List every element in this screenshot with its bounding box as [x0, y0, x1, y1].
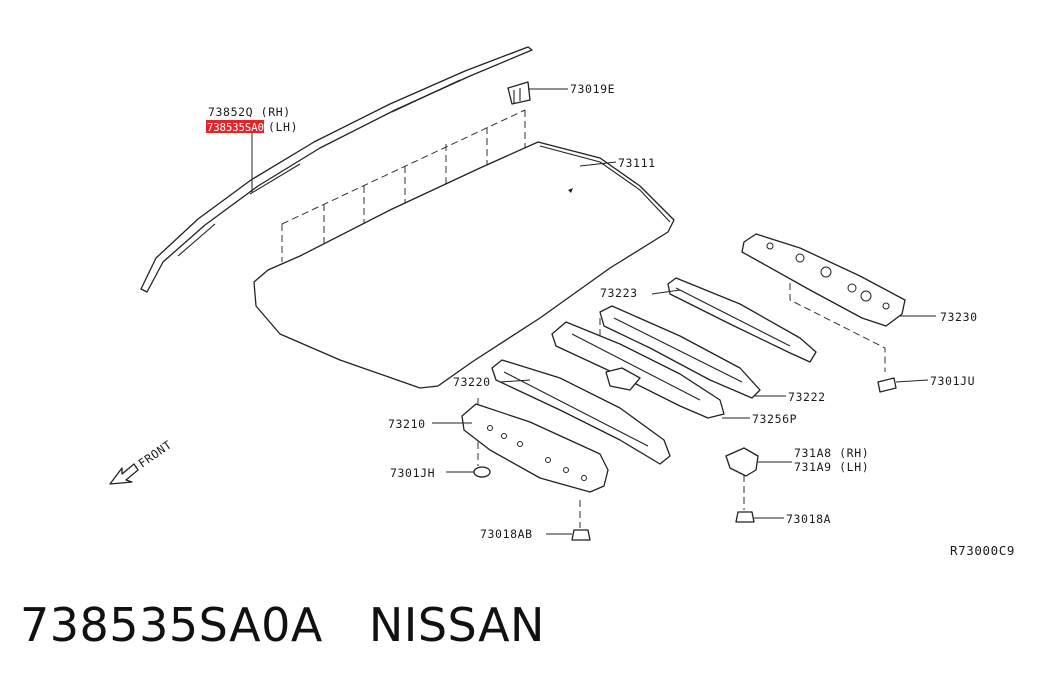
- roof-bow-73256p: [551, 321, 725, 419]
- front-arrow-icon: [109, 463, 139, 485]
- roof-bow-73220: [491, 359, 671, 465]
- leader-lines: [251, 88, 936, 535]
- label-7301ju: 7301JU: [930, 374, 975, 388]
- label-73220: 73220: [453, 375, 491, 389]
- highlighted-part-number: 738535SA0A: [207, 122, 271, 134]
- label-731a8: 731A8 (RH): [794, 446, 869, 460]
- pad-7301ju: [877, 377, 897, 393]
- caption: 738535SA0A NISSAN: [20, 598, 545, 652]
- label-73210: 73210: [388, 417, 426, 431]
- label-73111: 73111: [618, 156, 656, 170]
- label-73256p: 73256P: [752, 412, 797, 426]
- front-label: FRONT: [136, 437, 175, 470]
- drawing-reference: R73000C9: [950, 543, 1015, 558]
- clip-73019e: [507, 81, 531, 105]
- clip-73018a: [735, 511, 755, 523]
- roof-moulding-part: [140, 46, 533, 293]
- label-73018a: 73018A: [786, 512, 831, 526]
- label-73852q: 73852Q (RH): [208, 105, 291, 119]
- rear-roof-rail: [741, 233, 906, 327]
- label-73853-suffix: (LH): [268, 120, 298, 134]
- label-7301jh: 7301JH: [390, 466, 435, 480]
- caption-brand: NISSAN: [368, 598, 545, 652]
- bracket-731a8: [725, 447, 759, 477]
- roof-panel: [253, 141, 675, 389]
- label-731a9: 731A9 (LH): [794, 460, 869, 474]
- caption-part-number: 738535SA0A: [20, 598, 323, 652]
- front-roof-rail: [461, 403, 609, 493]
- pad-7301jh: [473, 466, 491, 478]
- clip-73018ab: [571, 529, 591, 541]
- roof-bow-73222: [599, 305, 761, 399]
- label-73223: 73223: [600, 286, 638, 300]
- label-73222: 73222: [788, 390, 826, 404]
- label-73019e: 73019E: [570, 82, 615, 96]
- label-73018ab: 73018AB: [480, 527, 533, 541]
- roof-bow-73223: [667, 277, 817, 363]
- highlight-box: [206, 120, 264, 133]
- label-73230: 73230: [940, 310, 978, 324]
